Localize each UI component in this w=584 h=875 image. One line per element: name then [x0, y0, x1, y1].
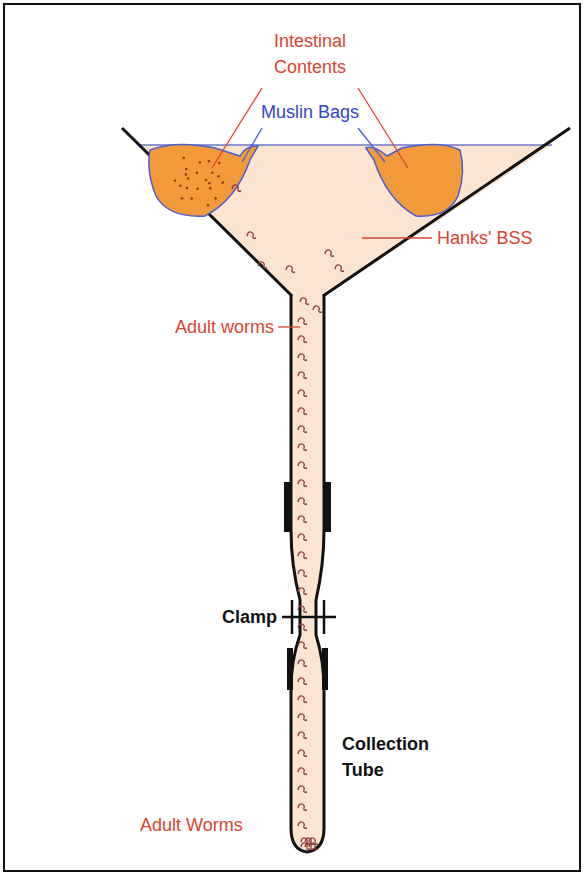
funnel-wall: [122, 128, 292, 296]
content-dot: [196, 172, 199, 175]
worm-symbol: [298, 714, 307, 720]
worm-symbol: [298, 822, 307, 828]
worm-symbol: [300, 298, 309, 304]
leader-line: [212, 88, 432, 327]
leader-line: [242, 128, 385, 162]
worm-symbol: [298, 750, 307, 756]
worm-symbol: [298, 390, 307, 396]
clamp-symbol: [282, 600, 336, 634]
content-dot: [187, 177, 190, 180]
content-dot: [182, 157, 185, 160]
content-dot: [208, 182, 211, 185]
content-dot: [209, 187, 212, 190]
worm-symbol: [298, 498, 307, 504]
content-dot: [196, 187, 199, 190]
worm-symbol: [335, 265, 344, 271]
worm-symbol: [298, 462, 307, 468]
content-dot: [181, 197, 184, 200]
worm-symbol: [325, 250, 334, 256]
worm-symbol: [258, 262, 267, 268]
muslin-bag: [149, 144, 258, 216]
content-dot: [214, 197, 217, 200]
worm-symbol: [298, 606, 307, 612]
worm-symbol: [298, 660, 307, 666]
content-dot: [199, 161, 202, 164]
content-dot: [211, 171, 214, 174]
worm-symbol: [298, 408, 307, 414]
content-dot: [221, 181, 224, 184]
worm-symbols: [232, 185, 344, 849]
worm-symbol: [298, 696, 307, 702]
content-dot: [207, 204, 210, 207]
worm-symbol: [298, 516, 307, 522]
worm-symbol: [313, 306, 322, 312]
content-dot: [179, 185, 182, 188]
worm-symbol: [298, 624, 307, 630]
callout-label: Muslin Bags: [240, 99, 380, 125]
worm-symbol: [298, 570, 307, 576]
callout-label: Intestinal Contents: [250, 28, 370, 80]
worm-symbol: [298, 642, 307, 648]
worm-symbol: [298, 732, 307, 738]
worm-symbol: [247, 232, 256, 238]
intestinal-contents-dots: [174, 157, 584, 207]
worm-symbol: [298, 426, 307, 432]
worm-symbol: [298, 444, 307, 450]
worm-symbol: [298, 336, 307, 342]
worm-symbol: [298, 372, 307, 378]
worm-symbol: [298, 480, 307, 486]
worm-symbol: [298, 804, 307, 810]
callout-label: Adult worms: [150, 314, 274, 340]
rubber-joint: [287, 482, 328, 690]
callout-label: Adult Worms: [140, 812, 280, 838]
tube-wall: [291, 295, 324, 852]
worm-symbol: [298, 786, 307, 792]
funnel-wall: [323, 128, 570, 296]
part-label: Collection Tube: [342, 731, 452, 783]
content-dot: [174, 180, 177, 183]
worm-symbol: [232, 185, 241, 191]
worm-symbol: [286, 266, 295, 272]
worm-symbol: [298, 318, 307, 324]
content-dot: [218, 162, 221, 165]
part-label: Clamp: [222, 604, 286, 630]
content-dot: [217, 175, 220, 178]
worm-symbol: [298, 678, 307, 684]
hanks-liquid: [140, 145, 552, 297]
tube-liquid: [291, 295, 324, 852]
worm-symbol: [298, 534, 307, 540]
worm-symbol: [309, 843, 318, 849]
content-dot: [186, 187, 189, 190]
worm-symbol: [298, 552, 307, 558]
worm-symbol: [298, 768, 307, 774]
content-dot: [185, 168, 188, 171]
frame: [4, 4, 580, 871]
callout-label: Hanks' BSS: [437, 225, 577, 251]
muslin-bag: [366, 144, 463, 216]
worm-symbol: [298, 354, 307, 360]
content-dot: [208, 160, 211, 163]
content-dot: [190, 197, 193, 200]
content-dot: [205, 179, 208, 182]
content-dot: [185, 173, 188, 176]
worm-symbol: [298, 588, 307, 594]
